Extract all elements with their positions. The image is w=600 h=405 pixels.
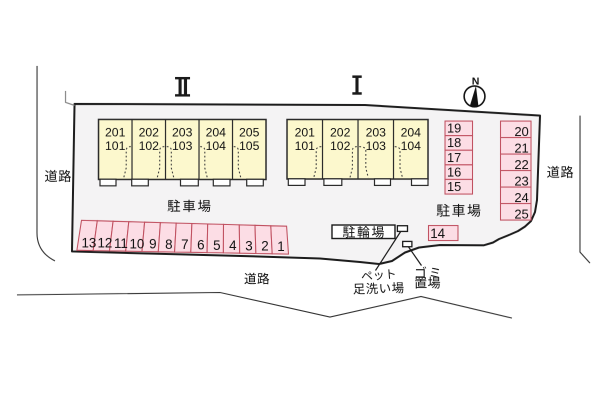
svg-text:104: 104 xyxy=(206,139,227,153)
svg-text:102: 102 xyxy=(139,139,160,153)
svg-text:10: 10 xyxy=(129,236,144,251)
svg-text:1: 1 xyxy=(277,239,284,254)
svg-text:202: 202 xyxy=(139,125,160,139)
svg-text:203: 203 xyxy=(172,125,193,139)
svg-text:103: 103 xyxy=(366,139,387,153)
svg-text:24: 24 xyxy=(514,190,528,205)
svg-text:22: 22 xyxy=(514,157,528,172)
svg-text:202: 202 xyxy=(330,125,351,139)
svg-text:12: 12 xyxy=(97,236,112,251)
svg-text:205: 205 xyxy=(239,125,260,139)
svg-text:204: 204 xyxy=(206,125,227,139)
svg-text:2: 2 xyxy=(261,239,268,254)
svg-text:21: 21 xyxy=(514,141,528,156)
svg-text:3: 3 xyxy=(245,238,252,253)
svg-text:201: 201 xyxy=(295,125,316,139)
svg-text:5: 5 xyxy=(213,238,220,253)
svg-text:11: 11 xyxy=(114,236,128,251)
svg-text:N: N xyxy=(472,75,480,87)
svg-text:14: 14 xyxy=(430,226,445,241)
svg-text:104: 104 xyxy=(401,139,422,153)
svg-text:20: 20 xyxy=(514,124,528,139)
svg-text:18: 18 xyxy=(447,135,461,150)
svg-text:13: 13 xyxy=(81,235,96,250)
svg-text:204: 204 xyxy=(401,125,422,139)
svg-text:7: 7 xyxy=(181,237,188,252)
svg-text:9: 9 xyxy=(149,237,156,252)
svg-text:25: 25 xyxy=(514,207,528,222)
svg-text:6: 6 xyxy=(197,237,204,252)
svg-text:101: 101 xyxy=(105,139,126,153)
svg-text:201: 201 xyxy=(105,125,126,139)
svg-text:16: 16 xyxy=(447,164,461,179)
svg-text:23: 23 xyxy=(514,174,528,189)
svg-text:19: 19 xyxy=(447,121,461,136)
svg-text:15: 15 xyxy=(447,179,461,194)
svg-text:101: 101 xyxy=(295,139,316,153)
svg-text:17: 17 xyxy=(447,150,461,165)
svg-text:203: 203 xyxy=(366,125,387,139)
svg-text:103: 103 xyxy=(172,139,193,153)
svg-text:105: 105 xyxy=(239,139,260,153)
svg-text:4: 4 xyxy=(229,238,237,253)
svg-text:8: 8 xyxy=(165,237,172,252)
svg-text:102: 102 xyxy=(330,139,351,153)
